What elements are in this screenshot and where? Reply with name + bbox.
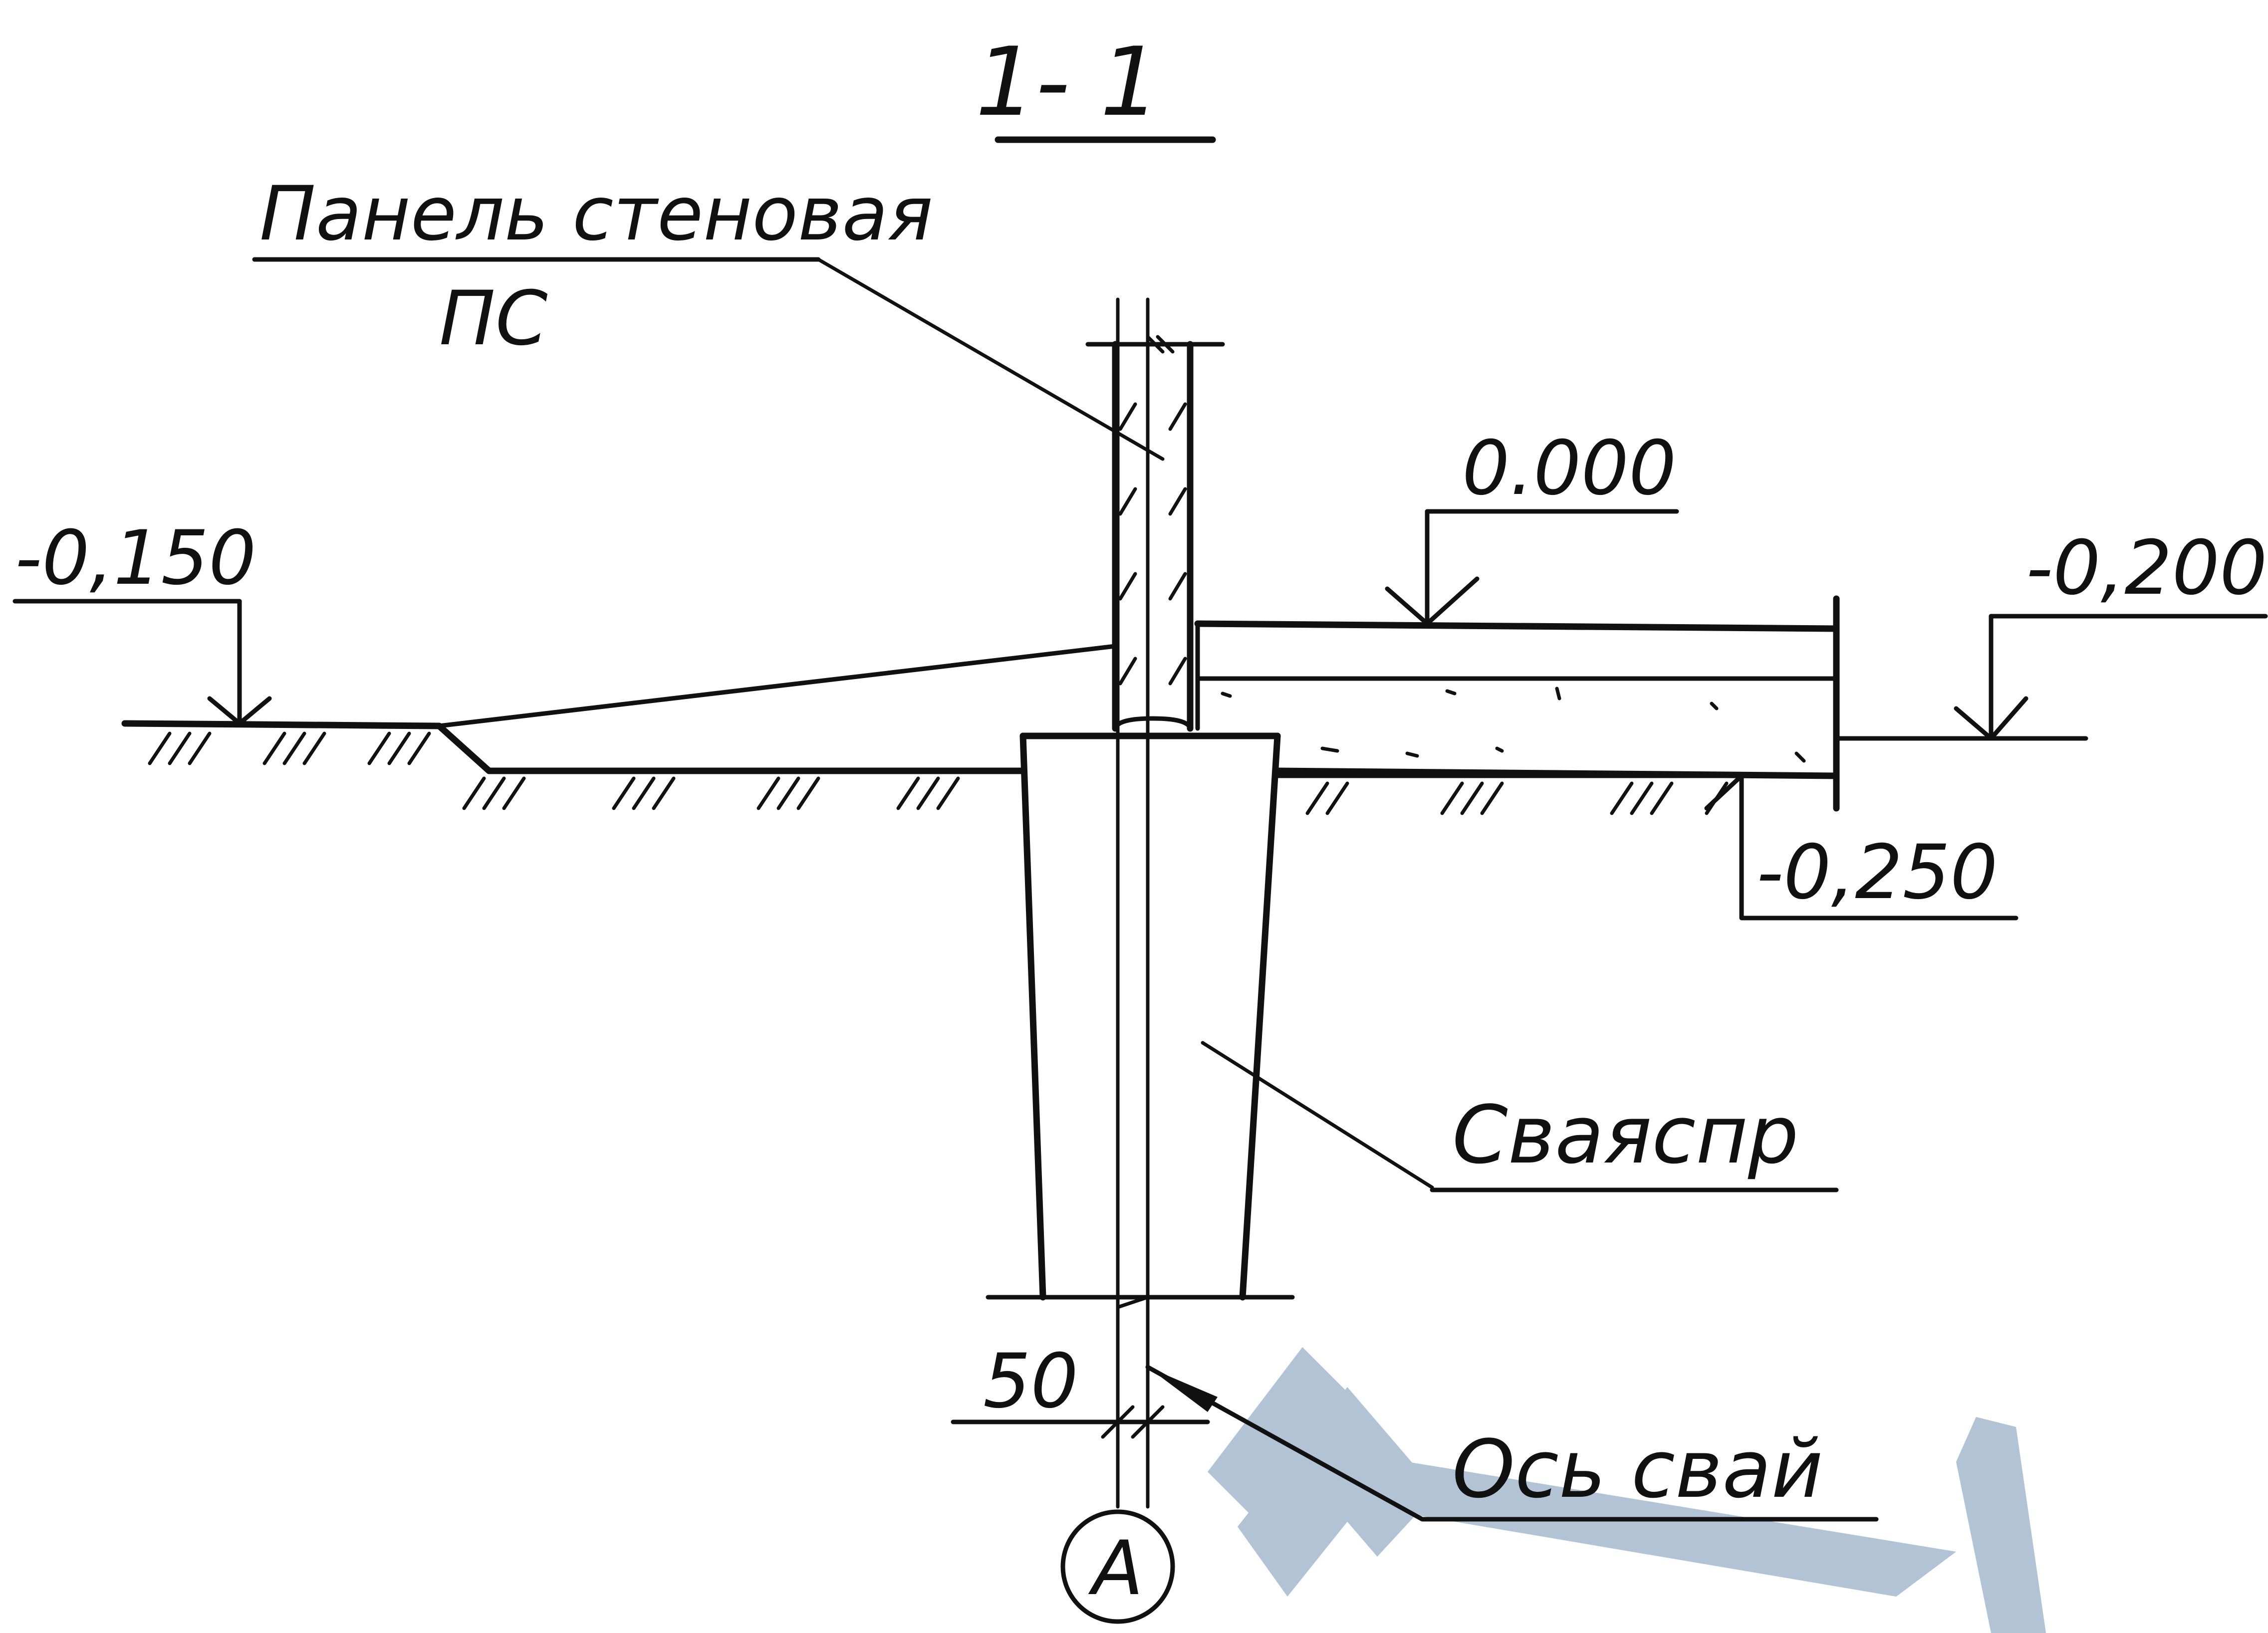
pile <box>986 732 1295 1301</box>
pile-axis-arrowhead <box>1148 1367 1218 1412</box>
axis-offset-value: 50 <box>983 1338 1078 1425</box>
elevation-floor-value: 0.000 <box>1462 425 1676 512</box>
watermark-logo <box>1208 1347 2046 1633</box>
elevation-right-ground-value: -0,200 <box>2026 525 2268 612</box>
wall-panel <box>1085 335 1225 732</box>
ground <box>121 644 2088 815</box>
elevation-left-ground: -0,150 <box>12 515 272 726</box>
section-title-text: 1- 1 <box>976 27 1161 137</box>
elevation-subgrade-value: -0,250 <box>1757 829 1998 916</box>
pile-axis-label: Ось свай <box>1145 1365 1879 1522</box>
pile-label-text: Сваяспр <box>1452 1088 1798 1181</box>
wall-panel-label-line1: Панель стеновая <box>259 171 933 257</box>
pile-axis-label-text: Ось свай <box>1452 1422 1823 1516</box>
axis-offset-dimension: 50 <box>951 1295 1210 1439</box>
pile-label: Сваяспр <box>1201 1041 1839 1192</box>
pile-axis-line <box>1116 297 1150 1509</box>
elevation-left-ground-value: -0,150 <box>15 515 256 602</box>
axis-marker: А <box>1060 1509 1175 1624</box>
elevation-right-ground: -0,200 <box>1954 525 2268 741</box>
section-title: 1- 1 <box>976 27 1216 143</box>
axis-marker-letter: А <box>1088 1525 1144 1612</box>
elevation-floor: 0.000 <box>1385 425 1679 626</box>
elevation-subgrade: -0,250 <box>1704 773 2018 921</box>
wall-panel-leader <box>816 257 1165 461</box>
wall-panel-label: Панель стеновая ПС <box>252 171 1165 461</box>
wall-panel-label-line2: ПС <box>439 275 548 362</box>
ground-hatching <box>148 731 1729 815</box>
